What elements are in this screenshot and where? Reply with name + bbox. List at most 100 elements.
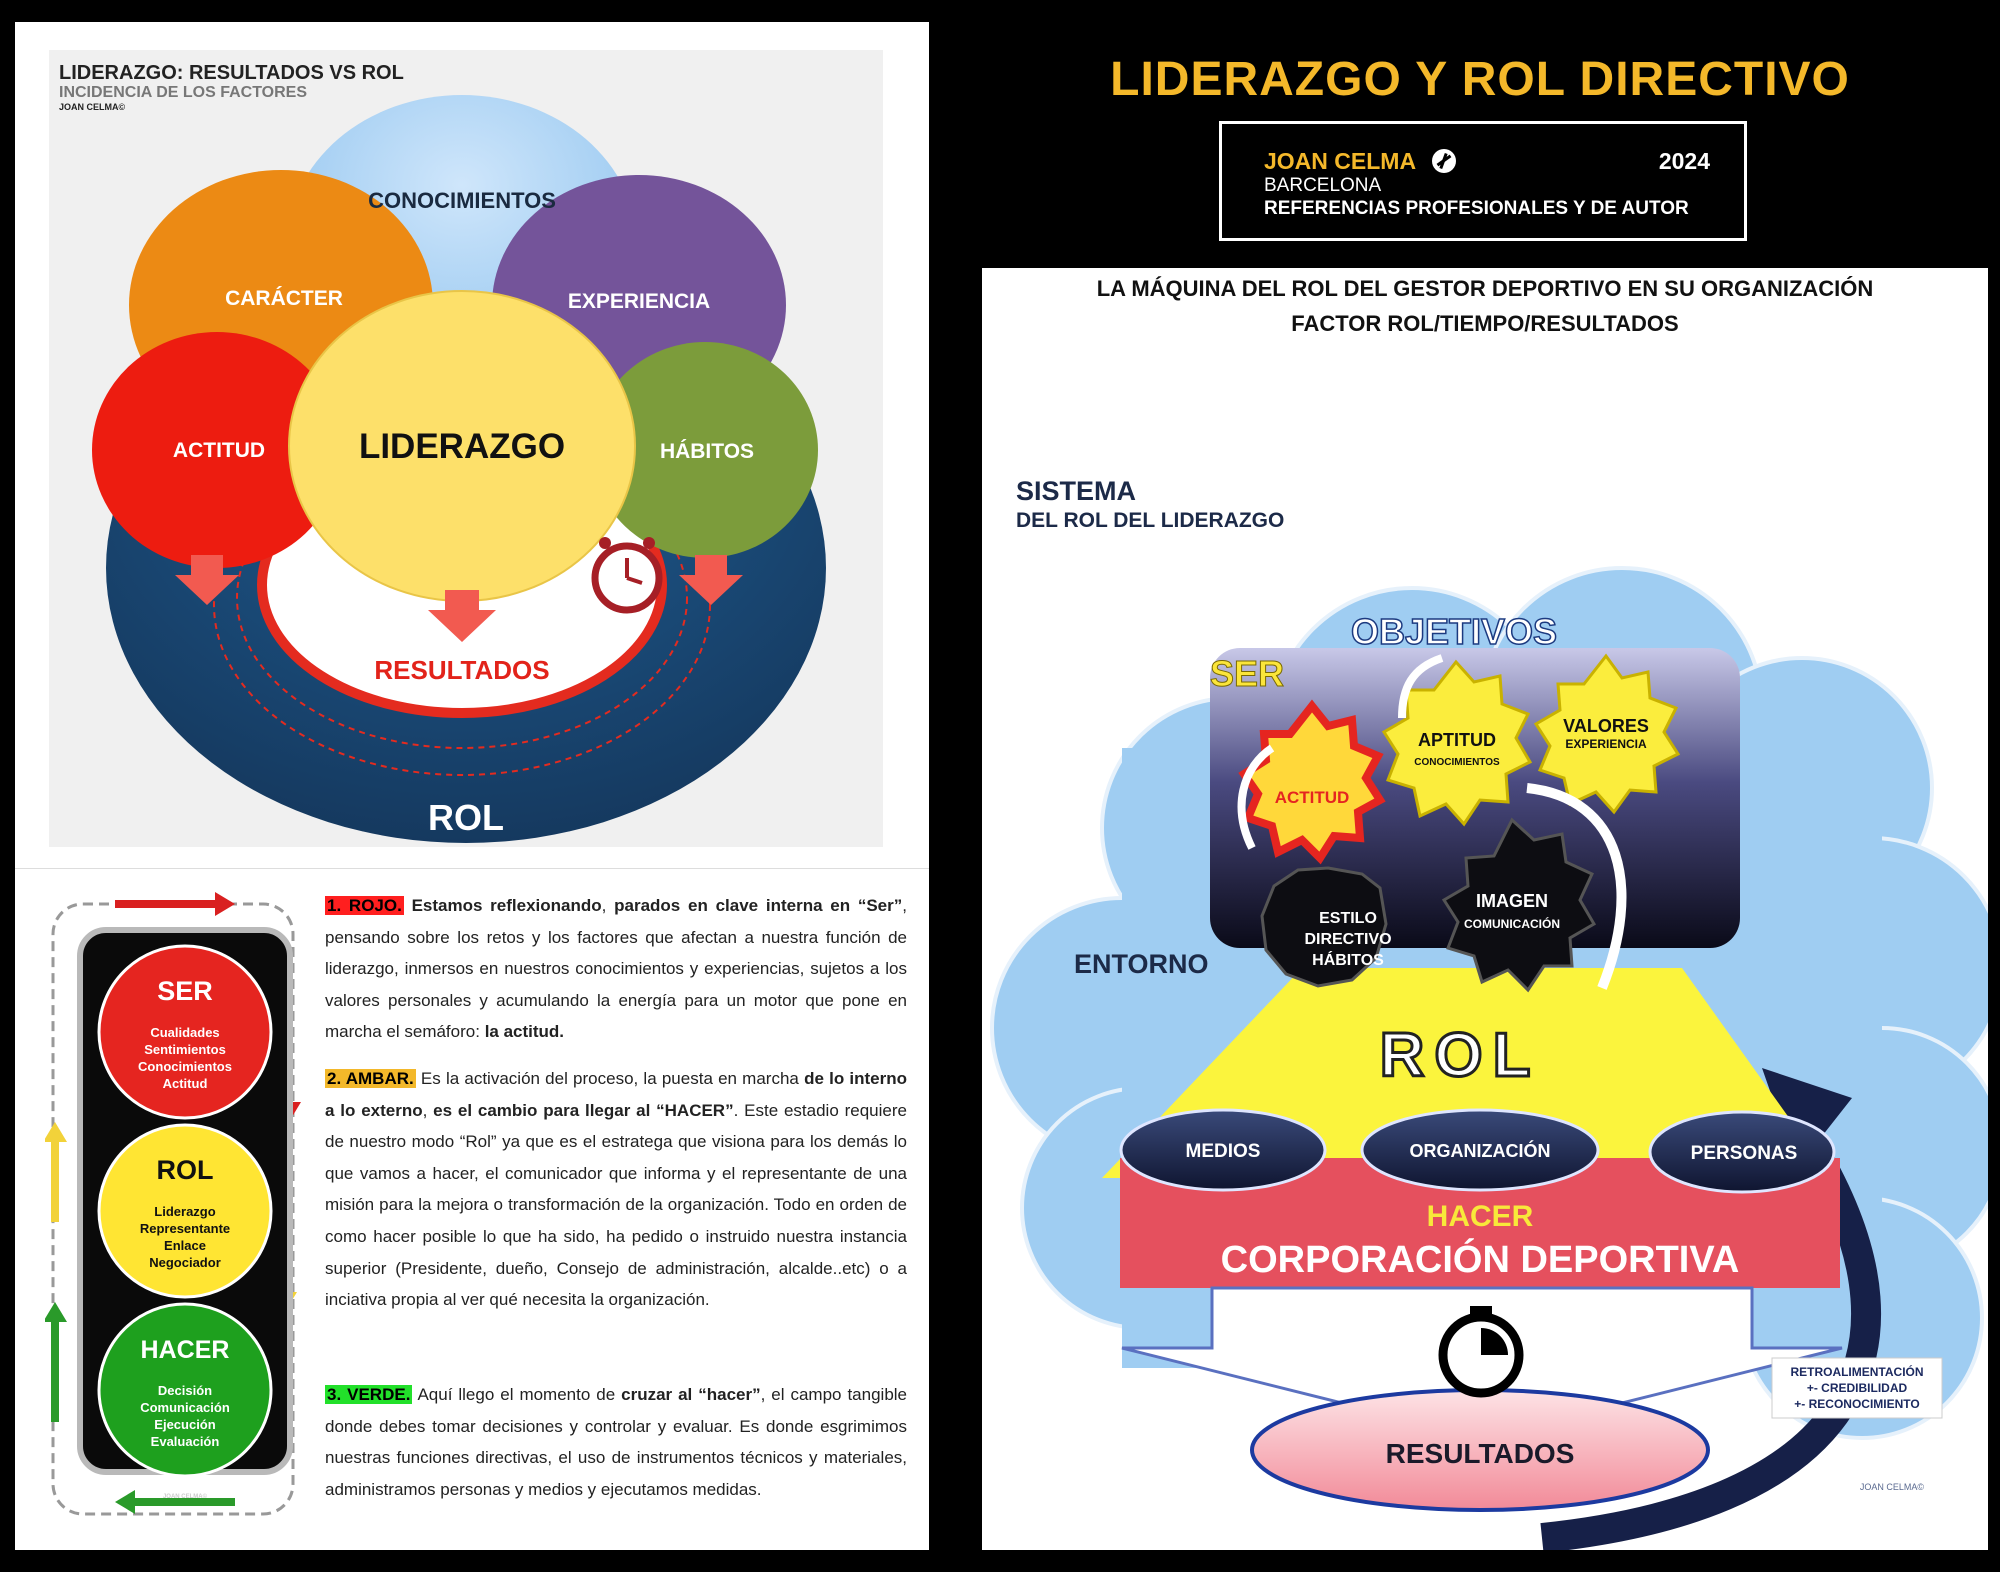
valores-gear-sub-label: EXPERIENCIA (1565, 737, 1647, 751)
tag-ambar: 2. AMBAR. (325, 1069, 416, 1088)
p2-text-2: , (422, 1100, 434, 1120)
traffic-light-copyright: JOAN CELMA© (163, 1493, 208, 1500)
retro-label: RETROALIMENTACIÓN (1790, 1364, 1923, 1379)
machine-subtitle: FACTOR ROL/TIEMPO/RESULTADOS (1291, 311, 1679, 336)
leadership-diagram: CONOCIMIENTOS CARÁCTER EXPERIENCIA ACTIT… (49, 50, 883, 847)
p1-bold-2: parados en clave interna en “Ser” (614, 896, 903, 915)
arrow-up-green-icon (45, 1302, 67, 1422)
resultados-label: RESULTADOS (1386, 1438, 1575, 1469)
entorno-label: ENTORNO (1074, 949, 1209, 979)
hacer-item: Ejecución (154, 1417, 215, 1432)
sistema-sub-label: DEL ROL DEL LIDERAZGO (1016, 509, 1284, 532)
rol-item: Liderazgo (154, 1204, 215, 1219)
estilo-gear-label-3: HÁBITOS (1312, 950, 1384, 969)
cycle-arrow-icon-3 (1526, 783, 1627, 990)
conocimientos-label: CONOCIMIENTOS (368, 188, 556, 213)
p1-text-2: , pensando sobre los retos y los factore… (325, 896, 907, 1042)
valores-gear-label: VALORES (1563, 716, 1649, 736)
arrow-right-icon (115, 892, 235, 916)
rol-item: Negociador (149, 1255, 221, 1270)
left-panel: CONOCIMIENTOS CARÁCTER EXPERIENCIA ACTIT… (15, 22, 929, 1550)
personas-pill (1648, 1110, 1836, 1194)
paragraph-rojo: 1. ROJO. Estamos reflexionando, parados … (325, 890, 907, 1048)
author-box: JOAN CELMA 2024 BARCELONA REFERENCIAS PR… (1219, 121, 1747, 241)
retro-box (1771, 1357, 1943, 1419)
author-year: 2024 (1658, 148, 1710, 174)
imagen-gear (1441, 817, 1597, 993)
hacer-item: Decisión (158, 1383, 212, 1398)
aptitud-gear-label: APTITUD (1418, 730, 1496, 750)
ser-item: Cualidades (150, 1025, 219, 1040)
valores-gear (1533, 653, 1681, 815)
p1-bold-3: la actitud. (484, 1022, 565, 1042)
personas-label: PERSONAS (1691, 1143, 1798, 1164)
estilo-gear-label: ESTILO (1319, 910, 1377, 927)
leadership-diagram-subtitle: INCIDENCIA DE LOS FACTORES (59, 84, 308, 101)
machine-copyright: JOAN CELMA© (1860, 1482, 1925, 1492)
tag-verde: 3. VERDE. (325, 1385, 413, 1404)
traffic-light: SER Cualidades Sentimientos Conocimiento… (45, 892, 301, 1516)
p2-text-3: . Este estadio requiere de nuestro modo … (325, 1100, 907, 1310)
arrow-left-icon (115, 1490, 235, 1514)
machine-diagram: SISTEMA DEL ROL DEL LIDERAZGO OBJETIVOS … (990, 476, 1988, 1550)
rol-label: ROL (1380, 1021, 1541, 1090)
ser-item: Actitud (163, 1076, 208, 1091)
organizacion-pill (1360, 1108, 1600, 1192)
sistema-label: SISTEMA (1016, 476, 1136, 506)
p3-text-1: Aquí llego el momento de (412, 1385, 622, 1404)
ser-light (97, 944, 273, 1120)
machine-title: LA MÁQUINA DEL ROL DEL GESTOR DEPORTIVO … (1096, 276, 1874, 301)
medios-pill (1119, 1108, 1327, 1192)
rol-item: Representante (140, 1221, 230, 1236)
ser-title: SER (157, 976, 213, 1006)
hacer-label: HACER (1427, 1200, 1534, 1233)
feedback-arrow-head (1762, 1068, 1852, 1168)
hacer-item: Comunicación (140, 1400, 230, 1415)
alarm-clock-icon (591, 537, 663, 614)
author-name-text: JOAN CELMA (1264, 148, 1416, 174)
section-divider (15, 868, 929, 869)
resultados-label: RESULTADOS (374, 655, 549, 685)
medios-label: MEDIOS (1186, 1141, 1261, 1162)
signature-icon (1431, 149, 1456, 173)
rol-label: ROL (428, 797, 504, 838)
hacer-item: Evaluación (151, 1434, 220, 1449)
author-refs: REFERENCIAS PROFESIONALES Y DE AUTOR (1264, 198, 1689, 219)
habitos-label: HÁBITOS (660, 440, 754, 463)
objetivos-label: OBJETIVOS (1351, 611, 1557, 652)
caracter-label: CARÁCTER (225, 287, 343, 310)
retro-label-2: +- CREDIBILIDAD (1807, 1381, 1908, 1395)
hacer-light (97, 1302, 273, 1478)
p1-text-1: , (601, 896, 615, 915)
p3-bold-1: cruzar al “hacer” (621, 1385, 761, 1404)
ser-item: Conocimientos (138, 1059, 232, 1074)
p1-bold-1: Estamos reflexionando (411, 896, 602, 915)
rol-item: Enlace (164, 1238, 206, 1253)
paragraph-ambar: 2. AMBAR. Es la activación del proceso, … (325, 1063, 907, 1316)
aptitud-gear-sub-label: CONOCIMIENTOS (1414, 757, 1500, 768)
p2-bold-2: es el cambio para llegar al “HACER” (433, 1100, 734, 1120)
rol-light (97, 1123, 273, 1299)
retro-label-3: +- RECONOCIMIENTO (1794, 1397, 1919, 1411)
experiencia-label: EXPERIENCIA (568, 290, 710, 313)
leadership-diagram-svg: CONOCIMIENTOS CARÁCTER EXPERIENCIA ACTIT… (92, 95, 826, 843)
paragraph-verde: 3. VERDE. Aquí llego el momento de cruza… (325, 1379, 907, 1505)
organizacion-label: ORGANIZACIÓN (1410, 1140, 1551, 1161)
ser-label: SER (1210, 653, 1284, 694)
hacer-title: HACER (141, 1336, 230, 1364)
p2-bold-1: de lo interno a lo externo (325, 1069, 908, 1120)
stopwatch-icon (1438, 1306, 1524, 1398)
imagen-gear-label: IMAGEN (1476, 891, 1548, 911)
imagen-gear-sub-label: COMUNICACIÓN (1464, 916, 1560, 931)
p2-text-1: Es la activación del proceso, la puesta … (415, 1069, 805, 1088)
author-name: JOAN CELMA (1264, 148, 1456, 175)
actitud-gear-label: ACTITUD (1275, 788, 1350, 807)
arrow-up-yellow-icon (45, 1122, 67, 1222)
leadership-diagram-copyright: JOAN CELMA© (59, 102, 126, 112)
actitud-circle (92, 332, 342, 568)
corporacion-label: CORPORACIÓN DEPORTIVA (1221, 1237, 1740, 1281)
actitud-label: ACTITUD (173, 439, 265, 462)
aptitud-gear (1381, 659, 1533, 827)
cycle-arrow-icon (1237, 744, 1275, 850)
arrow-down-icon (175, 555, 743, 642)
